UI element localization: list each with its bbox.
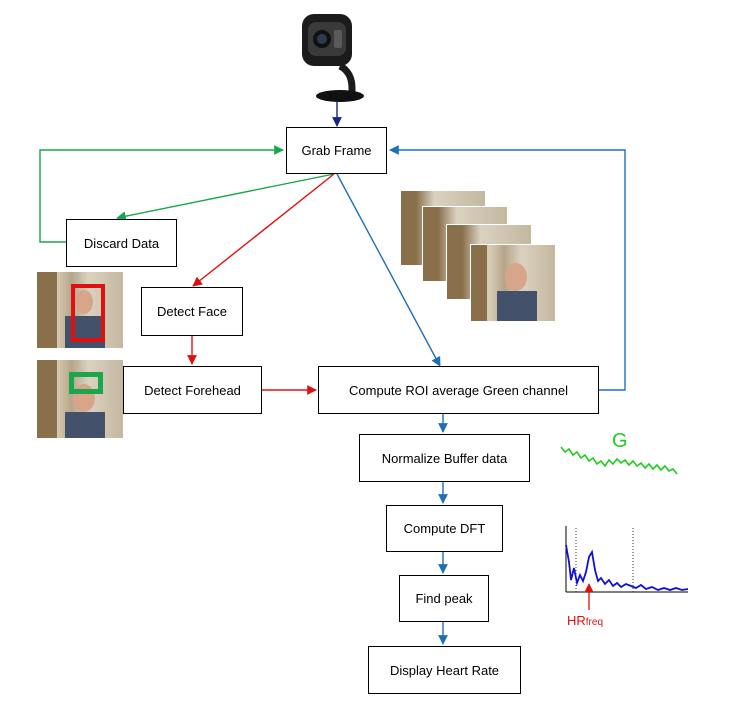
forehead-detection-thumbnail xyxy=(37,360,123,438)
detect-face-box: Detect Face xyxy=(141,287,243,336)
arrow-grab-to-discard xyxy=(116,173,335,222)
compute-dft-box: Compute DFT xyxy=(386,505,503,552)
hr-label-main: HR xyxy=(567,613,586,628)
arrow-discard-loop-back xyxy=(39,145,284,243)
discard-data-box: Discard Data xyxy=(66,219,177,267)
normalize-buffer-box: Normalize Buffer data xyxy=(359,434,530,482)
compute-roi-box: Compute ROI average Green channel xyxy=(318,366,599,414)
grab-frame-box: Grab Frame xyxy=(286,127,387,174)
display-heart-rate-box: Display Heart Rate xyxy=(368,646,521,694)
arrow-grab-to-roi xyxy=(336,173,441,367)
green-signal-trace xyxy=(560,446,678,475)
spectrum-plot xyxy=(565,526,689,610)
hr-freq-label: HRfreq xyxy=(567,613,603,628)
forehead-bounding-box xyxy=(69,372,103,394)
spectrum-trace xyxy=(565,544,689,591)
webcam-icon xyxy=(302,14,364,102)
arrow-roi-loop-back xyxy=(389,145,626,391)
face-detection-thumbnail xyxy=(37,272,123,348)
face-bounding-box xyxy=(71,284,105,342)
arrow-grab-to-detect-face xyxy=(192,173,335,287)
green-signal-label: G xyxy=(612,430,628,452)
detect-forehead-box: Detect Forehead xyxy=(123,366,262,414)
hr-label-sub: freq xyxy=(585,617,604,628)
find-peak-box: Find peak xyxy=(399,575,489,622)
